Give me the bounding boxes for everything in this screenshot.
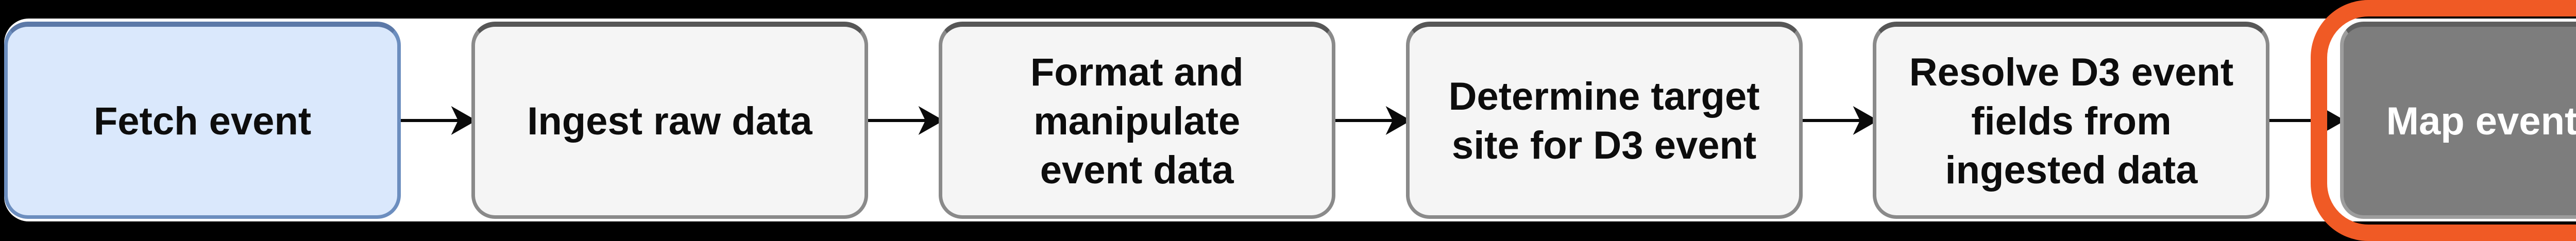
step-box-ingest-raw-data: Ingest raw data	[471, 22, 868, 219]
step-label-determine-target-site: Determine target site for D3 event	[1448, 75, 1760, 167]
step-label-resolve-d3-fields: Resolve D3 event fields from ingested da…	[1909, 50, 2234, 192]
flow-arrow-icon	[1796, 106, 1878, 135]
flow-arrow	[1796, 22, 1878, 219]
flow-arrow-icon	[1329, 106, 1411, 135]
step-label-fetch-event: Fetch event	[93, 99, 312, 143]
flow-arrow	[2263, 22, 2346, 219]
step-box-determine-target-site: Determine target site for D3 event	[1405, 22, 1803, 219]
step-label-map-event-fields: Map event fields	[2386, 99, 2576, 143]
step-box-fetch-event: Fetch event	[4, 22, 401, 219]
process-flow: Fetch event Ingest raw data Format and man…	[4, 22, 2576, 219]
flow-arrow-icon	[395, 106, 477, 135]
step-label-ingest-raw-data: Ingest raw data	[527, 99, 812, 143]
flow-arrow-icon	[861, 106, 944, 135]
step-box-resolve-d3-fields: Resolve D3 event fields from ingested da…	[1873, 22, 2270, 219]
step-box-format-manipulate: Format and manipulate event data	[938, 22, 1335, 219]
step-box-map-event-fields: Map event fields	[2340, 22, 2576, 219]
flow-arrow	[1329, 22, 1411, 219]
flow-arrow	[861, 22, 944, 219]
step-label-format-manipulate: Format and manipulate event data	[1030, 50, 1244, 192]
flow-arrow-icon	[2263, 106, 2346, 135]
flow-arrow	[395, 22, 477, 219]
